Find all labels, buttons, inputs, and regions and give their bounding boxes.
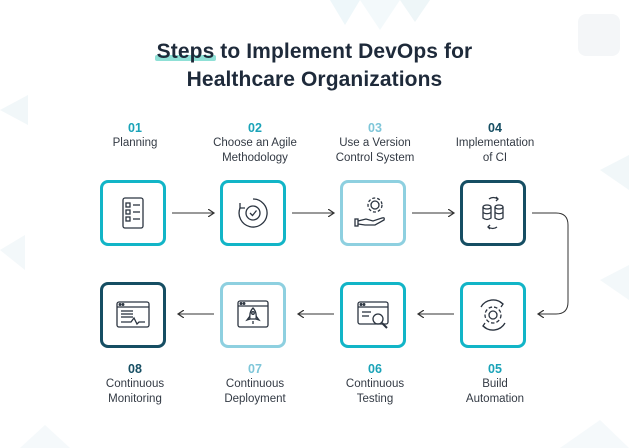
step-number: 07 [248,362,262,376]
step-08-box [100,282,166,348]
step-label: Use a Version [339,137,411,149]
title-line1: to Implement DevOps for [220,40,473,63]
page-title: Steps to Implement DevOps for Healthcare… [0,38,629,94]
step-number: 01 [128,121,142,135]
step-07-box [220,282,286,348]
step-label: Build [482,378,508,390]
step-label: Continuous [345,378,405,390]
database-sync-icon [482,196,504,230]
step-label: Continuous [225,378,285,390]
gear-cycle-icon [480,299,506,331]
step-02-box [220,180,286,246]
step-05-box [460,282,526,348]
step-label-2: of CI [482,152,508,164]
arrow-4-5 [532,212,569,314]
step-07: 07 Continuous Deployment [193,361,317,407]
step-label: Continuous [105,378,165,390]
step-label: Implementation [455,137,535,149]
step-08: 08 Continuous Monitoring [73,361,197,407]
browser-search-icon [357,301,389,329]
step-05: 05 Build Automation [433,361,557,407]
step-label: Planning [112,137,158,149]
checklist-icon [122,197,144,229]
step-label-2: Methodology [222,152,288,164]
step-label-2: Deployment [224,393,286,405]
monitor-pulse-icon [116,301,150,328]
step-number: 03 [368,121,382,135]
step-number: 08 [128,362,142,376]
step-06: 06 Continuous Testing [313,361,437,407]
step-number: 04 [488,121,502,135]
step-number: 02 [248,121,262,135]
step-number: 06 [368,362,382,376]
rocket-browser-icon [237,300,269,328]
step-06-box [340,282,406,348]
step-number: 05 [488,362,502,376]
step-03-box [340,180,406,246]
step-01: 01 Planning [73,120,197,151]
step-02: 02 Choose an Agile Methodology [193,120,317,166]
step-label-2: Testing [356,393,394,405]
title-highlight: Steps [156,40,215,63]
hand-gear-icon [354,197,385,227]
step-label: Choose an Agile [213,137,297,149]
step-01-box [100,180,166,246]
title-line2: Healthcare Organizations [186,68,443,91]
step-label-2: Monitoring [108,393,162,405]
step-03: 03 Use a Version Control System [313,120,437,166]
agile-cycle-icon [238,198,268,228]
step-04-box [460,180,526,246]
step-04: 04 Implementation of CI [433,120,557,166]
step-label-2: Automation [465,393,525,405]
step-label-2: Control System [335,152,415,164]
